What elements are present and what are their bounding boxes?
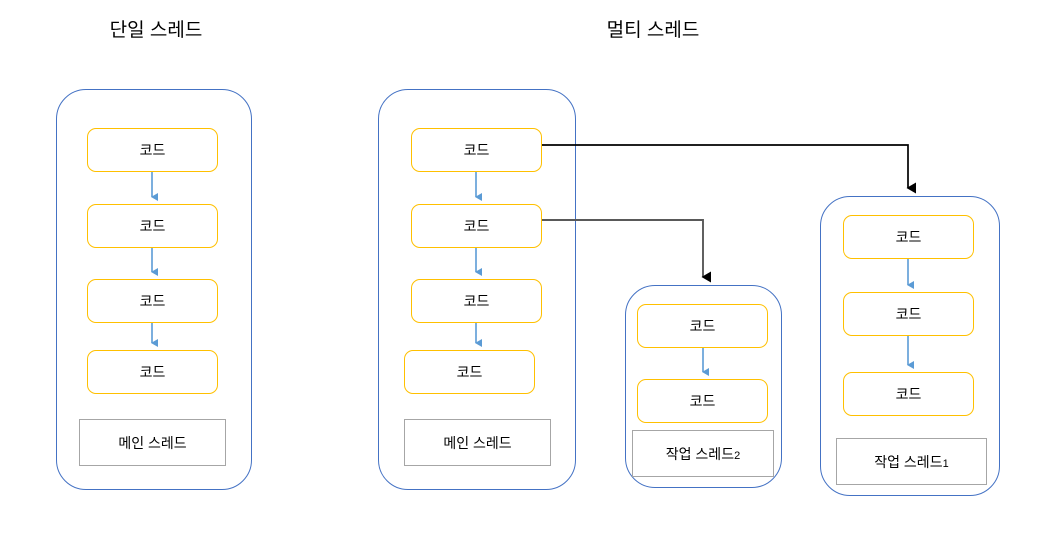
spawn-worker-thread-1-connector xyxy=(542,144,916,194)
single-code-box-4: 코드 xyxy=(87,350,218,394)
code-box-label: 코드 xyxy=(689,318,716,334)
worker-thread-1-label: 작업 스레드 xyxy=(874,453,943,470)
code-box-label: 코드 xyxy=(463,218,490,234)
main-thread-label: 메인 스레드 xyxy=(443,434,512,451)
worker2-code-box-1: 코드 xyxy=(637,304,768,348)
worker1-code-box-3: 코드 xyxy=(843,372,974,416)
multi-main-code-box-3: 코드 xyxy=(411,279,542,323)
code-box-label: 코드 xyxy=(139,142,166,158)
worker-thread-1-label-box: 작업 스레드 1 xyxy=(836,438,987,485)
single-code-box-3: 코드 xyxy=(87,279,218,323)
multi-main-code-box-1: 코드 xyxy=(411,128,542,172)
worker-thread-2-number: 2 xyxy=(734,449,741,462)
multi-thread-title: 멀티 스레드 xyxy=(606,20,700,41)
worker1-code-box-1: 코드 xyxy=(843,215,974,259)
code-box-label: 코드 xyxy=(895,229,922,245)
code-box-label: 코드 xyxy=(895,386,922,402)
worker-thread-2-label: 작업 스레드 xyxy=(665,445,735,462)
main-thread-label: 메인 스레드 xyxy=(118,434,187,451)
multi-main-thread-label-box: 메인 스레드 xyxy=(404,419,551,466)
code-box-label: 코드 xyxy=(139,218,166,234)
multi-main-code-box-4: 코드 xyxy=(404,350,535,394)
single-code-box-2: 코드 xyxy=(87,204,218,248)
worker2-code-box-2: 코드 xyxy=(637,379,768,423)
worker1-code-box-2: 코드 xyxy=(843,292,974,336)
multi-main-code-box-2: 코드 xyxy=(411,204,542,248)
worker-thread-1-number: 1 xyxy=(942,457,949,470)
code-box-label: 코드 xyxy=(139,364,166,380)
single-thread-title: 단일 스레드 xyxy=(109,20,203,41)
code-box-label: 코드 xyxy=(139,293,166,309)
code-box-label: 코드 xyxy=(456,364,483,380)
single-thread-label-box: 메인 스레드 xyxy=(79,419,226,466)
code-box-label: 코드 xyxy=(689,393,716,409)
code-box-label: 코드 xyxy=(463,293,490,309)
code-box-label: 코드 xyxy=(895,306,922,322)
single-code-box-1: 코드 xyxy=(87,128,218,172)
code-box-label: 코드 xyxy=(463,142,490,158)
